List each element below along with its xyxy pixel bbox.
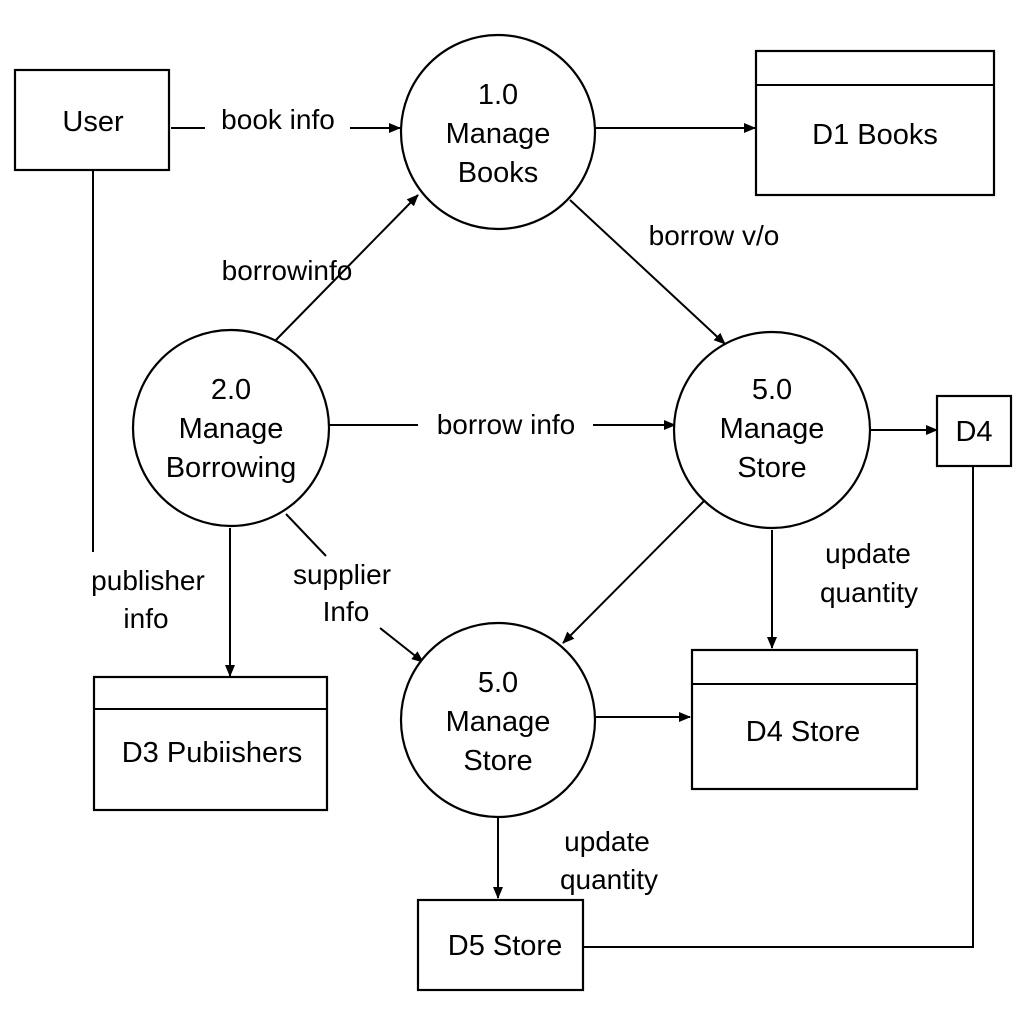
process-manage-books-number: 1.0 [478,79,518,111]
process-manage-borrowing-line2: Borrowing [166,452,297,484]
process-manage-books-line2: Books [458,157,539,189]
flow-label-update-quantity-lower-line1: update [564,826,650,857]
process-manage-borrowing-number: 2.0 [211,374,251,406]
flow-label-supplier-info-line2: Info [323,596,370,627]
store-d3-publishers-label: D3 Pubiishers [122,737,303,769]
process-manage-borrowing[interactable]: 2.0 Manage Borrowing [131,328,331,528]
process-manage-books[interactable]: 1.0 Manage Books [399,33,597,231]
store-d3-publishers[interactable]: D3 Pubiishers [92,675,329,812]
flow-label-publisher-info-line2: info [123,603,168,634]
process-manage-store-upper[interactable]: 5.0 Manage Store [672,330,872,530]
flow-label-borrow-info: borrow info [437,409,576,440]
store-d5-store-label: D5 Store [448,930,562,962]
flow-label-update-quantity-upper-line2: quantity [820,577,918,608]
process-manage-store-upper-number: 5.0 [752,374,792,406]
process-manage-store-lower-line2: Store [463,745,532,777]
flow-label-publisher-info-line1: publisher [91,565,205,596]
flow-manage-books-to-store [569,199,726,345]
store-d4[interactable]: D4 [935,394,1013,468]
flow-d5-to-d4 [583,466,974,948]
process-manage-store-lower-line1: Manage [446,706,551,738]
process-manage-store-upper-line2: Store [737,452,806,484]
flow-label-borrowinfo: borrowinfo [222,255,353,286]
flow-label-update-quantity-lower-line2: quantity [560,864,658,895]
process-manage-store-upper-line1: Manage [720,413,825,445]
flow-label-supplier-info-line1: supplier [293,559,391,590]
store-d4-store-label: D4 Store [746,716,860,748]
entity-user[interactable]: User [13,68,171,172]
store-d5-store[interactable]: D5 Store [416,898,585,992]
store-d1-books[interactable]: D1 Books [754,49,996,197]
flow-borrowing-to-lower-store [285,513,423,662]
store-d4-label: D4 [955,416,992,448]
flow-borrowing-to-manage-books [272,194,419,344]
process-manage-borrowing-line1: Manage [179,413,284,445]
process-manage-books-line1: Manage [446,118,551,150]
store-d1-books-label: D1 Books [812,119,938,151]
process-manage-store-lower-number: 5.0 [478,667,518,699]
flow-label-update-quantity-upper-line1: update [825,538,911,569]
store-d4-store[interactable]: D4 Store [690,648,919,791]
flow-label-borrow-vo: borrow v/o [649,220,780,251]
flow-label-book-info: book info [221,104,335,135]
flow-store-to-lower-store [562,499,706,644]
entity-user-label: User [62,106,124,138]
process-manage-store-lower[interactable]: 5.0 Manage Store [399,621,597,819]
